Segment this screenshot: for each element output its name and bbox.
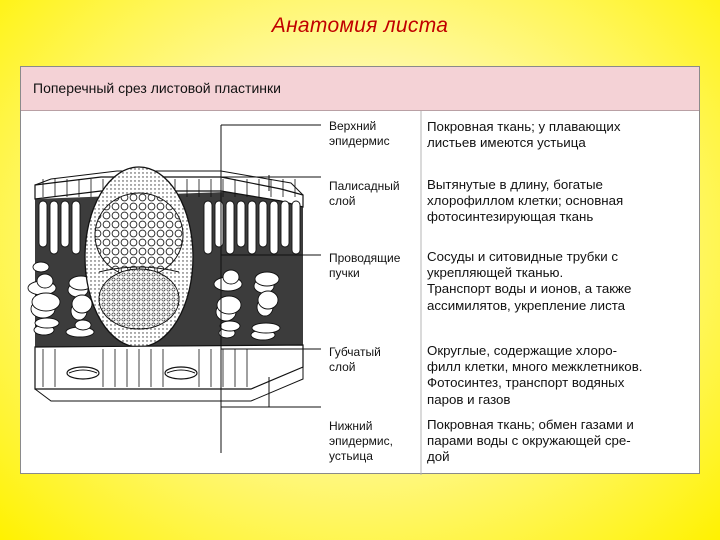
leaf-anatomy-panel: Поперечный срез листовой пластинки (20, 66, 700, 475)
panel-header-text: Поперечный срез листовой пластинки (33, 80, 281, 96)
desc-upper-epidermis: Покровная ткань; у плавающих листьев име… (427, 119, 621, 151)
panel-header: Поперечный срез листовой пластинки (21, 67, 699, 111)
palisade-layer-drawing (38, 200, 301, 255)
label-leader-lines (220, 124, 321, 453)
desc-spongy-layer: Округлые, содержащие хлоро- филл клетки,… (427, 343, 643, 407)
vascular-bundle-drawing (84, 166, 194, 348)
upper-epidermis-drawing (34, 170, 304, 208)
lower-epidermis-drawing (34, 344, 304, 402)
slide-title: Анатомия листа (271, 14, 449, 37)
spongy-layer-drawing (27, 261, 281, 341)
desc-vascular-bundles: Сосуды и ситовидные трубки с укрепляющей… (427, 249, 632, 313)
label-spongy-layer: Губчатый слой (329, 345, 381, 374)
label-lower-epidermis: Нижний эпидермис, устьица (329, 419, 393, 463)
stoma-drawing (66, 366, 198, 380)
label-vascular-bundles: Проводящие пучки (329, 251, 401, 280)
leaf-cross-section-illustration (27, 111, 422, 475)
label-palisade-layer: Палисадный слой (329, 179, 400, 208)
desc-lower-epidermis: Покровная ткань; обмен газами и парами в… (427, 417, 634, 465)
label-upper-epidermis: Верхний эпидермис (329, 119, 390, 148)
desc-palisade-layer: Вытянутые в длину, богатые хлорофиллом к… (427, 177, 624, 225)
